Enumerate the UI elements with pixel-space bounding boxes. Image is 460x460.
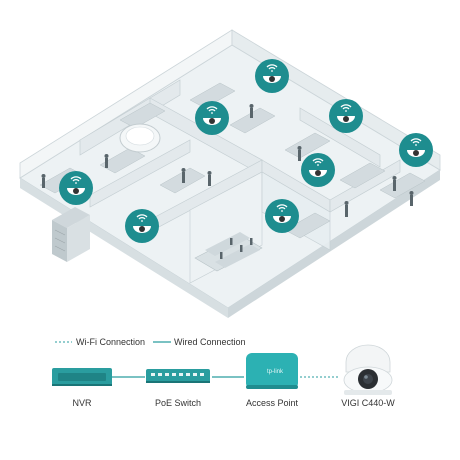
poe-switch-device <box>146 369 210 383</box>
access-point-label: Access Point <box>245 398 299 408</box>
people <box>41 104 414 259</box>
camera-badge <box>301 153 335 187</box>
camera-badge <box>59 171 93 205</box>
nvr-label: NVR <box>72 398 92 408</box>
poe-switch-label: PoE Switch <box>154 398 202 408</box>
camera-badge <box>125 209 159 243</box>
server-rack <box>52 207 90 262</box>
camera-badge <box>399 133 433 167</box>
camera-model-label: VIGI C440-W <box>341 398 395 408</box>
vigi-camera-device <box>343 344 393 395</box>
camera-badge <box>265 199 299 233</box>
ap-brand-logo: tp-link <box>267 369 284 375</box>
camera-badge <box>195 101 229 135</box>
ceiling-access-point <box>119 123 161 153</box>
camera-badge <box>329 99 363 133</box>
wifi-legend-label: Wi-Fi Connection <box>76 337 146 347</box>
access-point-device: tp-link <box>246 353 298 389</box>
conference-room <box>194 232 263 272</box>
camera-badge <box>255 59 289 93</box>
camera-badges <box>59 59 433 243</box>
nvr-device <box>52 368 112 386</box>
wired-legend-label: Wired Connection <box>174 337 246 347</box>
